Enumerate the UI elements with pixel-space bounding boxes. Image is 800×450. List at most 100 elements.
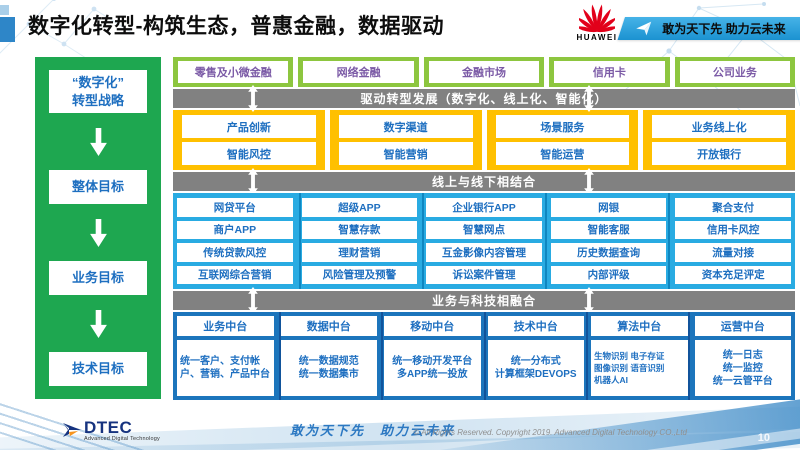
column-divider (422, 193, 424, 289)
huawei-wordmark: HUAWEI (576, 33, 618, 42)
channel-cell: 智慧网点 (426, 220, 542, 239)
capability-column: 场景服务 智能运营 (486, 110, 639, 170)
header-accent-square-dark (0, 17, 15, 42)
banner-online-offline: 线上与线下相结合 (173, 168, 795, 195)
platform-content: 统一客户、支付帐户、营销、产品中台 (177, 340, 274, 396)
business-line-card: 金融市场 (423, 57, 545, 87)
platforms-section: 业务中台 数据中台 移动中台 技术中台 算法中台 运营中台 统一客户、支付帐户、… (173, 312, 795, 400)
strategy-column: “数字化” 转型战略 整体目标 业务目标 技术目标 (35, 57, 161, 399)
banner-drive-transformation: 驱动转型发展（数字化、线上化、智能化） (173, 85, 795, 112)
strategy-item: 技术目标 (49, 352, 147, 386)
banner-label: 线上与线下相结合 (431, 175, 536, 189)
channel-cell: 网银 (550, 198, 667, 217)
business-lines-row: 零售及小微金融 网络金融 金融市场 信用卡 公司业务 (173, 57, 796, 87)
business-line-label: 信用卡 (554, 61, 665, 83)
business-line-label: 公司业务 (679, 61, 791, 83)
channel-cell: 互金影像内容管理 (426, 243, 542, 262)
capability-label: 智能运营 (495, 142, 630, 165)
content-stack: 零售及小微金融 网络金融 金融市场 信用卡 公司业务 驱动转型发展（数字化、线上… (173, 57, 796, 400)
capability-label: 智能风控 (182, 142, 316, 165)
footer-slogan: 敢为天下先 助力云未来 (290, 423, 456, 438)
double-arrow-icon (583, 85, 594, 112)
capabilities-section: 产品创新 智能风控 数字渠道 智能营销 场景服务 智能运营 业务线上化 开放银行 (173, 110, 795, 170)
double-arrow-icon (583, 168, 594, 195)
capability-column: 业务线上化 开放银行 (643, 110, 795, 170)
capability-label: 智能营销 (338, 142, 473, 165)
column-divider (688, 312, 690, 400)
channel-cell: 理财营销 (301, 243, 418, 262)
column-divider (299, 193, 301, 289)
channel-cell: 聚合支付 (675, 198, 791, 217)
channel-cell: 传统贷款风控 (177, 243, 293, 262)
footer: DTEC Advanced Digital Technology 敢为天下先 助… (0, 390, 800, 450)
platform-content: 统一分布式 计算框架DEVOPS (487, 340, 584, 396)
platform-content: 统一日志 统一监控 统一云管平台 (694, 340, 791, 396)
capability-column: 产品创新 智能风控 (173, 110, 325, 170)
capability-label: 场景服务 (495, 115, 630, 138)
banner-label: 业务与科技相融合 (431, 294, 536, 308)
channel-cell: 智慧存款 (301, 220, 418, 239)
column-divider (279, 312, 281, 400)
channel-cell: 商户APP (177, 220, 293, 239)
adtec-subtitle: Advanced Digital Technology (84, 435, 160, 442)
header-accent-square-light (0, 5, 9, 15)
down-arrow-icon (89, 127, 107, 156)
channel-cell: 企业银行APP (426, 198, 542, 217)
banner-label: 驱动转型发展（数字化、线上化、智能化） (360, 92, 608, 106)
channel-cell: 互联网综合营销 (177, 265, 293, 284)
down-arrow-icon (89, 218, 107, 247)
strategy-item: “数字化” 转型战略 (49, 70, 147, 114)
business-line-card: 公司业务 (674, 57, 796, 87)
channel-cell: 资本充足评定 (675, 265, 791, 284)
double-arrow-icon (247, 85, 258, 112)
channel-cell: 风险管理及预警 (301, 265, 418, 284)
adtec-logo: DTEC Advanced Digital Technology (62, 419, 160, 443)
platform-header: 移动中台 (384, 316, 481, 336)
platform-header: 运营中台 (694, 316, 791, 336)
business-line-label: 零售及小微金融 (178, 61, 289, 83)
capability-label: 产品创新 (182, 115, 316, 138)
adtec-arrow-icon (63, 423, 81, 437)
business-line-card: 信用卡 (549, 57, 670, 87)
double-arrow-icon (247, 168, 258, 195)
huawei-flower-icon (579, 4, 615, 33)
column-divider (586, 312, 588, 400)
copyright-text: © All Rights Reserved. Copyright 2019. A… (413, 428, 687, 437)
page-title: 数字化转型-构筑生态，普惠金融，数据驱动 (28, 15, 444, 38)
huawei-logo: HUAWEI (572, 3, 622, 42)
down-arrow-icon (89, 309, 107, 338)
header-slogan: 敢为天下先 助力云未来 (662, 22, 786, 36)
business-line-label: 金融市场 (428, 61, 540, 83)
platform-header: 技术中台 (487, 316, 584, 336)
column-divider (381, 312, 383, 400)
capability-label: 业务线上化 (652, 115, 786, 138)
platform-content: 统一数据规范 统一数据集市 (280, 340, 377, 396)
platform-content: 统一移动开发平台 多APP统一投放 (384, 340, 481, 396)
business-line-card: 零售及小微金融 (173, 57, 294, 87)
double-arrow-icon (583, 287, 594, 314)
channel-cell: 网贷平台 (177, 198, 293, 217)
channel-cell: 流量对接 (675, 243, 791, 262)
platform-header: 业务中台 (177, 316, 274, 336)
business-line-label: 网络金融 (303, 61, 414, 83)
capability-column: 数字渠道 智能营销 (329, 110, 482, 170)
channel-cell: 智能客服 (550, 220, 667, 239)
channel-cell: 信用卡风控 (675, 220, 791, 239)
platform-header: 数据中台 (280, 316, 377, 336)
channel-cell: 历史数据查询 (550, 243, 667, 262)
platform-content: 生物识别 电子存证 图像识别 语音识别 机器人AI (591, 340, 688, 396)
capability-label: 开放银行 (652, 142, 786, 165)
platform-header: 算法中台 (591, 316, 688, 336)
capability-label: 数字渠道 (338, 115, 473, 138)
strategy-item: 业务目标 (49, 261, 147, 296)
adtec-wordmark: DTEC (84, 417, 133, 437)
banner-tech-fusion: 业务与科技相融合 (173, 287, 795, 314)
column-divider (484, 312, 486, 400)
channel-cell: 诉讼案件管理 (426, 265, 542, 284)
channel-cell: 内部评级 (550, 265, 667, 284)
paper-plane-icon (636, 21, 652, 36)
double-arrow-icon (247, 287, 258, 314)
column-divider (668, 193, 670, 289)
page-number: 10 (757, 432, 770, 444)
